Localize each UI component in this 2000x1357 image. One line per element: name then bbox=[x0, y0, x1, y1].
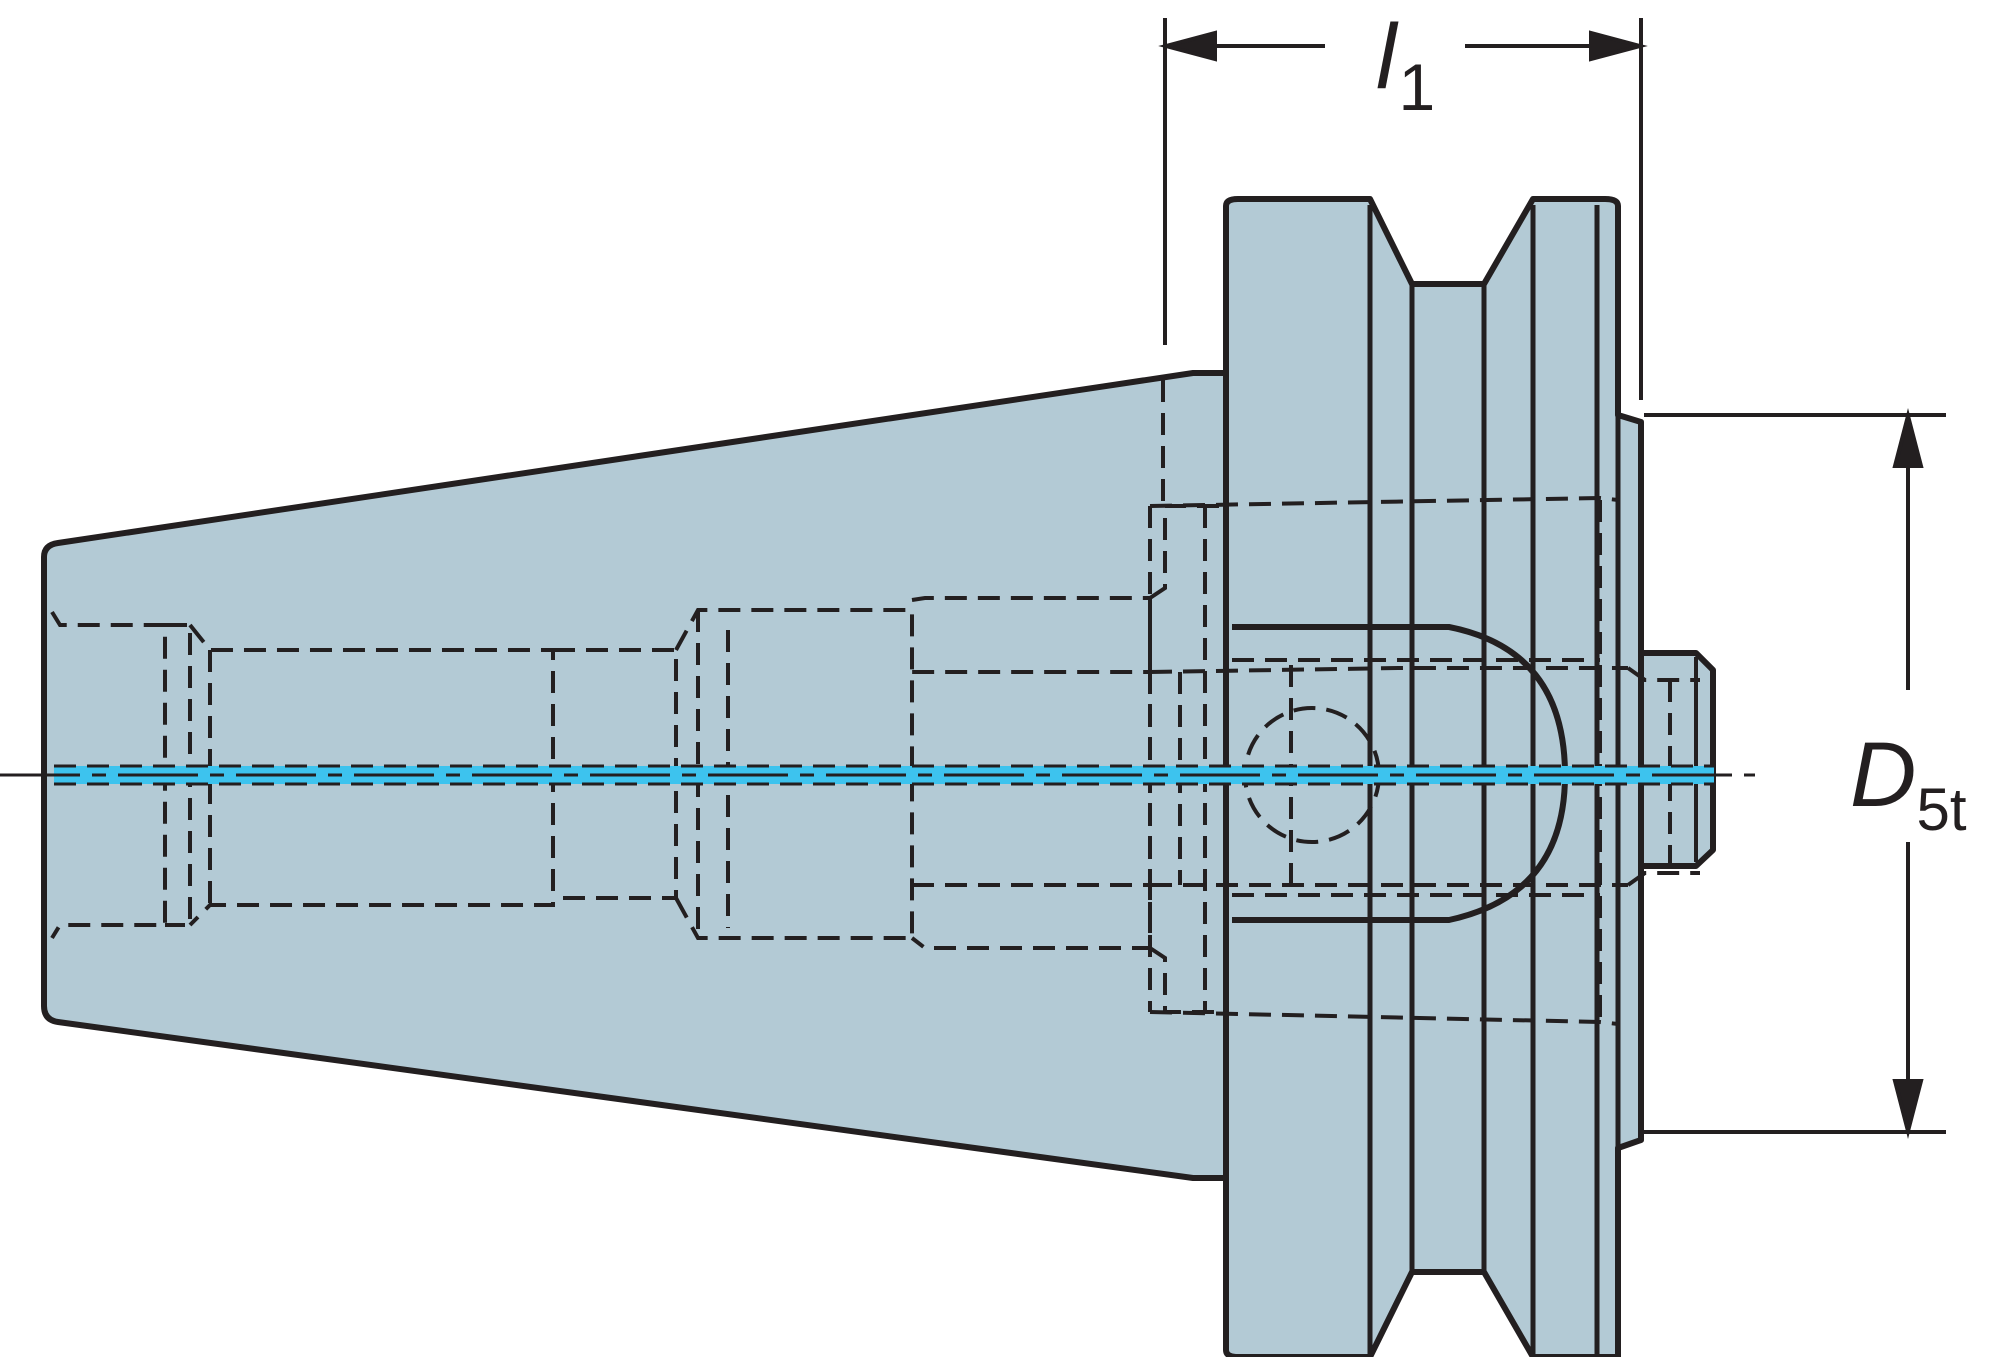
dimension-d5t-subscript: 5t bbox=[1916, 776, 1966, 843]
dimension-d5t bbox=[1644, 408, 1946, 1139]
coolant-channel-edges bbox=[54, 764, 1714, 786]
dimension-d5t-label: D5t bbox=[1850, 724, 1967, 843]
retention-spigot bbox=[1638, 650, 1716, 869]
dimension-l1-subscript: 1 bbox=[1398, 50, 1435, 124]
dimension-l1-label: l1 bbox=[1376, 6, 1435, 124]
dimension-l1 bbox=[1158, 18, 1648, 400]
